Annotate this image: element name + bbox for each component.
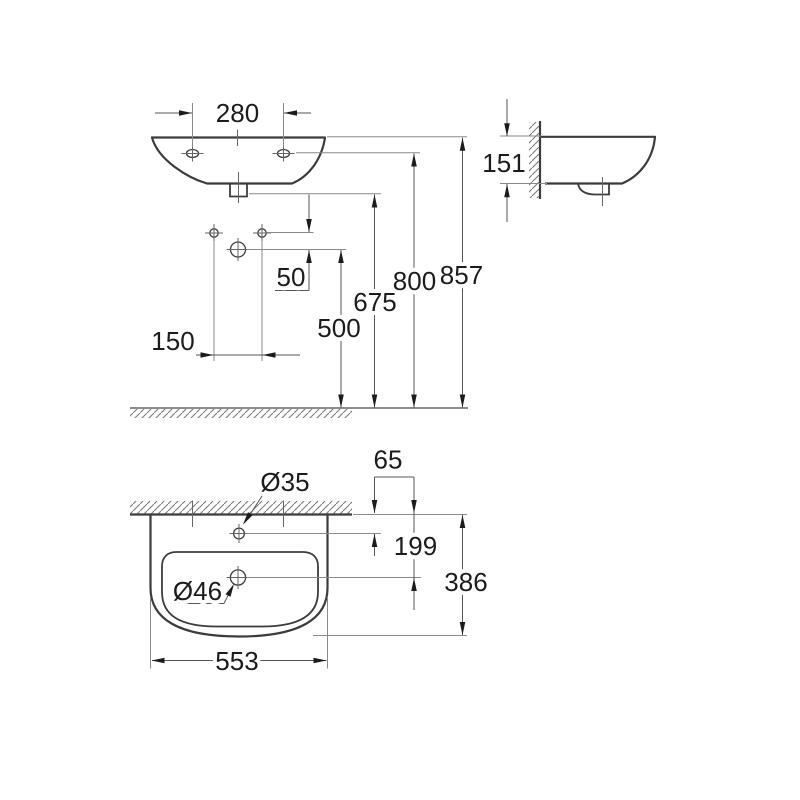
dim-500-label: 500: [317, 313, 360, 343]
dim-65-label: 65: [374, 445, 403, 475]
side-drain-boss: [577, 183, 610, 196]
floor-hatch: [130, 409, 352, 418]
side-dimensions: 151: [478, 99, 547, 222]
dim-857-label: 857: [440, 260, 483, 290]
dim-800-label: 800: [393, 266, 436, 296]
drain-hole: [226, 566, 250, 589]
dim-150-label: 150: [151, 326, 194, 356]
plan-view: [130, 500, 467, 638]
wall-hatch-side: [529, 122, 539, 198]
basin-front-outline: [150, 136, 327, 185]
supply-point-left: [205, 224, 223, 242]
basin-side-outline: [540, 135, 657, 185]
dim-386-label: 386: [444, 567, 487, 597]
dim-675-label: 675: [353, 287, 396, 317]
front-view: [130, 129, 468, 418]
dim-tap-dia-label: Ø35: [260, 467, 309, 497]
dim-50-label: 50: [277, 262, 306, 292]
dim-199-label: 199: [394, 531, 437, 561]
dim-151-label: 151: [482, 148, 525, 178]
mounting-hole-right: [272, 145, 295, 162]
basin-plan-outer: [149, 514, 329, 638]
plan-dimensions: 65 199 386 Ø35 Ø46 553: [150, 441, 492, 680]
dim-553-label: 553: [215, 646, 258, 676]
mounting-hole-left: [181, 145, 204, 162]
side-view: [529, 121, 657, 206]
front-dimensions: 280 50 150 500 675 80: [147, 94, 487, 408]
drain-connection-point: [226, 238, 250, 261]
wall-hatch-plan: [130, 501, 352, 514]
basin-plan-bowl: [161, 551, 319, 628]
dim-drain-dia-label: Ø46: [173, 576, 222, 606]
dim-280-label: 280: [216, 98, 259, 128]
tap-hole: [229, 524, 249, 543]
